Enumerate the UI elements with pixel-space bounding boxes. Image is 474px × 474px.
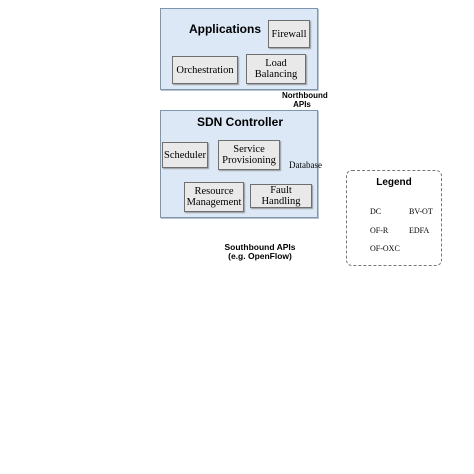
- router-icons: [108, 317, 400, 403]
- load-balancing-box: Load Balancing: [246, 54, 306, 84]
- node-groups: [65, 311, 441, 441]
- oxc-node-top: [235, 336, 257, 358]
- legend-title: Legend: [376, 177, 412, 188]
- legend-label-dc: DC: [370, 207, 382, 216]
- resource-management-box: Resource Management: [184, 182, 244, 212]
- edfa-amplifiers: [149, 344, 337, 431]
- scheduler-box: Scheduler: [162, 142, 208, 168]
- southbound-apis-label: Southbound APIs (e.g. OpenFlow): [224, 242, 296, 261]
- legend-label-bv-ot: BV-OT: [409, 207, 433, 216]
- network-cloud: [103, 317, 398, 449]
- oxc-nodes: [107, 336, 401, 433]
- service-provisioning-box: Service Provisioning: [218, 140, 280, 170]
- oxc-node-bottom-left: [181, 411, 203, 433]
- firewall-box: Firewall: [268, 20, 310, 48]
- datacenter-icons: [73, 349, 437, 397]
- applications-title: Applications: [188, 22, 261, 36]
- orchestration-box: Orchestration: [172, 56, 238, 84]
- fault-handling-box: Fault Handling: [250, 184, 312, 208]
- optical-links: [115, 343, 393, 423]
- legend-label-edfa: EDFA: [409, 226, 430, 235]
- legend: Legend: [346, 170, 442, 266]
- legend-label-of-r: OF-R: [370, 226, 389, 235]
- northbound-arrows: [210, 87, 277, 111]
- oxc-node-bottom-right: [281, 411, 303, 433]
- sdn-controller-title: SDN Controller: [196, 115, 283, 129]
- database-label: Database: [289, 160, 322, 170]
- oxc-node-right: [379, 367, 401, 389]
- northbound-apis-label: Northbound APIs: [282, 91, 328, 109]
- legend-label-of-oxc: OF-OXC: [370, 244, 400, 253]
- oxc-node-left: [107, 371, 129, 393]
